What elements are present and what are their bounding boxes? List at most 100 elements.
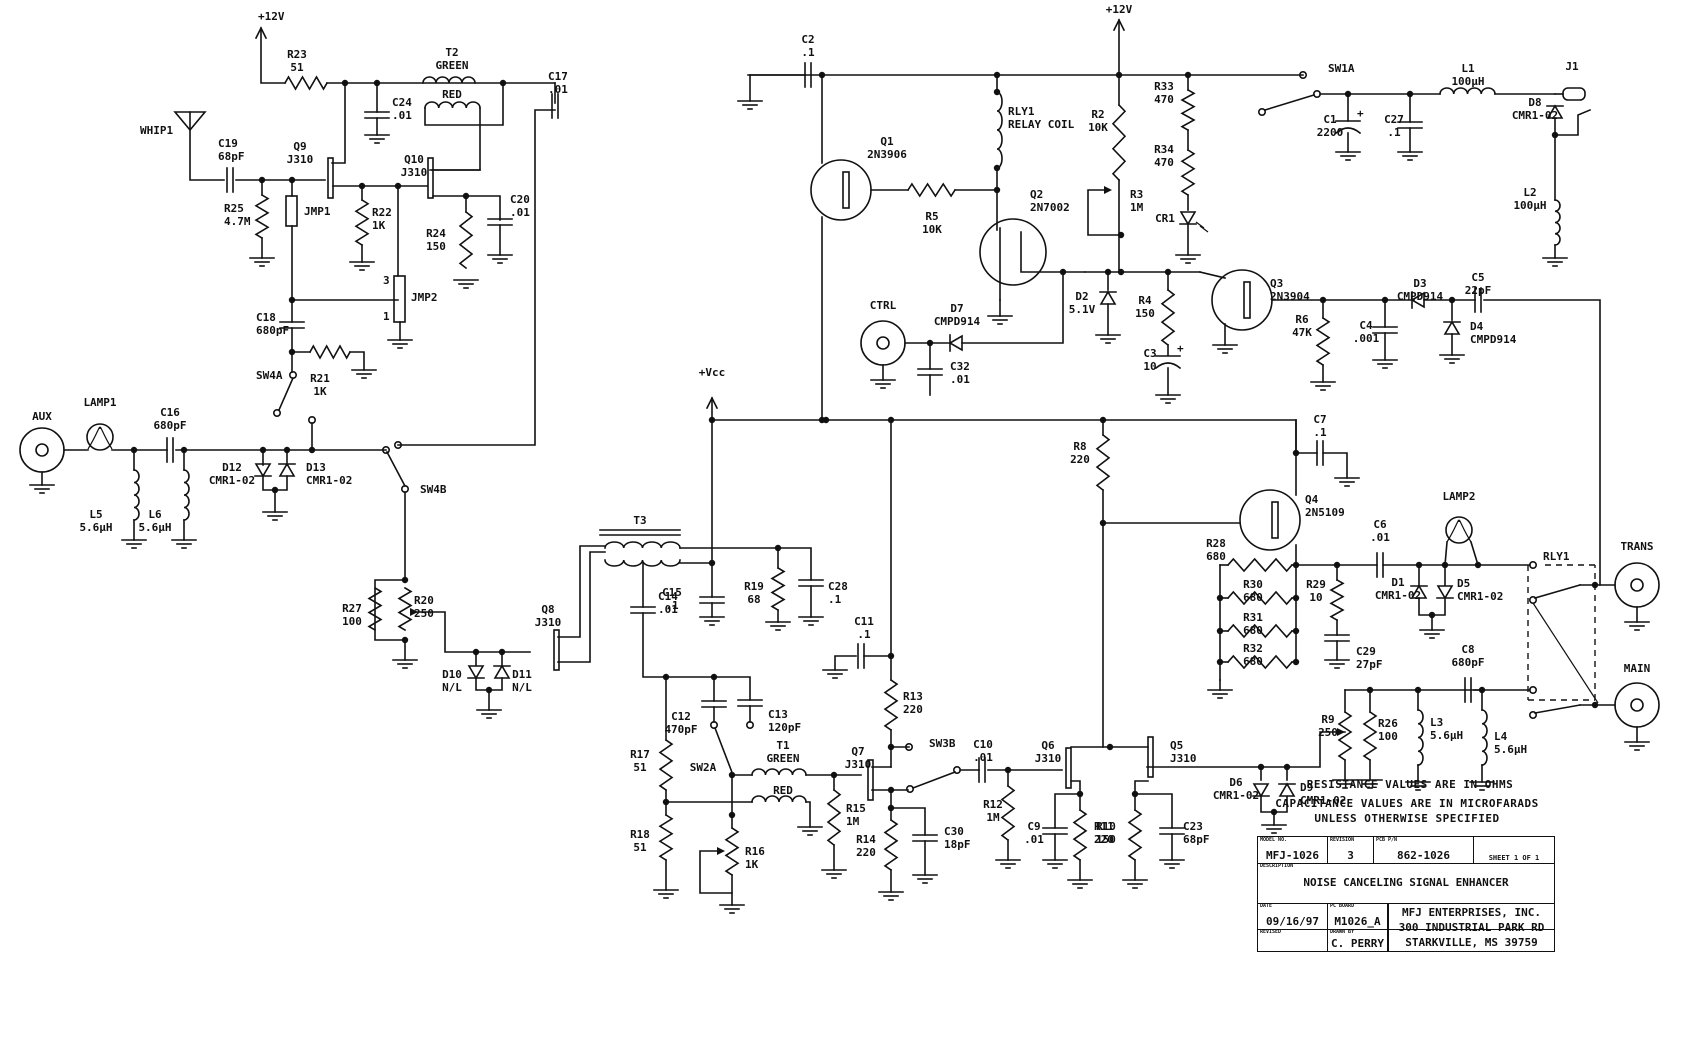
sw4b-label: SW4B xyxy=(420,483,447,496)
wire xyxy=(1483,299,1601,586)
resistor-symbol xyxy=(1362,710,1378,762)
wire xyxy=(374,579,406,641)
r33-label: R33 xyxy=(1154,80,1174,93)
ground-icon xyxy=(476,709,502,719)
ground-icon xyxy=(1175,254,1201,264)
resistor-symbol xyxy=(254,193,270,240)
inductor-symbol xyxy=(751,768,807,776)
resistor-symbol xyxy=(458,210,474,270)
wiper-arrow-icon xyxy=(717,847,725,855)
c18-label: C18 xyxy=(256,311,276,324)
supply-arrow-icon xyxy=(254,26,268,40)
rly1-coil-label: RLY1 xyxy=(1008,105,1035,118)
wiper-arrow-icon xyxy=(1104,186,1112,194)
r13-label: 220 xyxy=(903,703,923,716)
capacitor-symbol xyxy=(1397,121,1423,129)
resistor-symbol xyxy=(1180,148,1196,197)
r20-label: 250 xyxy=(414,607,434,620)
diode-symbol xyxy=(1546,104,1564,119)
ground-icon xyxy=(262,511,288,521)
l3-label: 5.6µH xyxy=(1430,729,1463,742)
ground-icon xyxy=(797,826,823,836)
r34-label: R34 xyxy=(1154,143,1174,156)
sw4a-lever xyxy=(277,376,295,412)
capacitor-symbol xyxy=(1042,827,1068,835)
drawn-cell: DRAWN BY C. PERRY xyxy=(1328,929,1388,951)
r26-label: R26 xyxy=(1378,717,1398,730)
ground-icon xyxy=(1334,477,1360,487)
r23-label: 51 xyxy=(290,61,304,74)
sw4a-label: SW4A xyxy=(256,369,283,382)
resistor-symbol xyxy=(658,813,674,862)
bjt-symbol xyxy=(1211,269,1273,331)
q9-label: J310 xyxy=(287,153,314,166)
wire xyxy=(331,82,346,164)
capacitor-symbol xyxy=(978,757,986,783)
resistor-symbol xyxy=(1226,623,1294,639)
d8-label: D8 xyxy=(1528,96,1541,109)
r4-label: R4 xyxy=(1138,294,1152,307)
q8-label: Q8 xyxy=(541,603,554,616)
c2-label: C2 xyxy=(801,33,814,46)
c5-label: 22pF xyxy=(1465,284,1492,297)
r23-label: R23 xyxy=(287,48,307,61)
wire xyxy=(665,789,753,803)
ground-icon xyxy=(1405,781,1431,791)
ground-icon xyxy=(653,889,679,899)
c5-label: C5 xyxy=(1471,271,1484,284)
drawn-caption: DRAWN BY xyxy=(1330,929,1355,935)
c18-label: 680pF xyxy=(256,324,289,337)
ground-icon xyxy=(719,904,745,914)
r11-label: 220 xyxy=(1094,833,1114,846)
sw2a-label: SW2A xyxy=(690,761,717,774)
r8-label: 220 xyxy=(1070,453,1090,466)
d5-label: CMR1-02 xyxy=(1457,590,1503,603)
ground-icon xyxy=(878,891,904,901)
junction-dot xyxy=(887,416,895,424)
q4-label: Q4 xyxy=(1305,493,1319,506)
r4-label: 150 xyxy=(1135,307,1155,320)
c16-label: C16 xyxy=(160,406,180,419)
jmp2-pin-1: 1 xyxy=(383,310,390,323)
c20-label: .01 xyxy=(510,206,530,219)
c32-label: .01 xyxy=(950,373,970,386)
supply-arrow-icon xyxy=(705,396,719,410)
c3-label: C3 xyxy=(1143,347,1156,360)
ground-icon xyxy=(870,379,896,389)
diode-symbol xyxy=(1443,320,1461,335)
ground-icon xyxy=(1469,781,1495,791)
wire xyxy=(557,545,606,638)
r2-label: R2 xyxy=(1091,108,1104,121)
wire xyxy=(1146,731,1346,768)
switch-terminal xyxy=(393,440,402,449)
d11-label: D11 xyxy=(512,668,532,681)
wire xyxy=(890,807,926,836)
c24-label: C24 xyxy=(392,96,412,109)
l5-label: 5.6µH xyxy=(79,521,112,534)
inductor-symbol xyxy=(751,795,807,803)
jmp2-icon xyxy=(393,275,406,323)
diode-symbol xyxy=(1179,211,1197,226)
switch-terminal xyxy=(904,742,913,751)
wire xyxy=(291,225,399,301)
jfet-symbol xyxy=(1147,736,1154,778)
t2-label: T2 xyxy=(445,46,458,59)
note-capacitance: CAPACITANCE VALUES ARE IN MICROFARADS xyxy=(1275,797,1539,810)
ground-icon xyxy=(1042,859,1068,869)
wire xyxy=(1087,189,1122,236)
r32-label: 680 xyxy=(1243,655,1263,668)
coax-connector-icon xyxy=(1614,682,1660,728)
d6-label: D6 xyxy=(1229,776,1243,789)
r32-label: R32 xyxy=(1243,642,1263,655)
diode-symbol xyxy=(1278,782,1296,797)
component-labels: +12VR2351C24.01T2GREENREDC17.01WHIP1C196… xyxy=(32,3,1654,871)
r6-label: R6 xyxy=(1295,313,1309,326)
r19-label: R19 xyxy=(744,580,764,593)
wire xyxy=(1134,780,1149,795)
capacitor-symbol xyxy=(917,368,943,376)
d3-label: D3 xyxy=(1413,277,1426,290)
capacitor-symbol xyxy=(804,62,812,88)
ground-icon xyxy=(822,669,848,679)
resistor-symbol xyxy=(1226,654,1294,670)
capacitor-symbol xyxy=(699,596,725,604)
